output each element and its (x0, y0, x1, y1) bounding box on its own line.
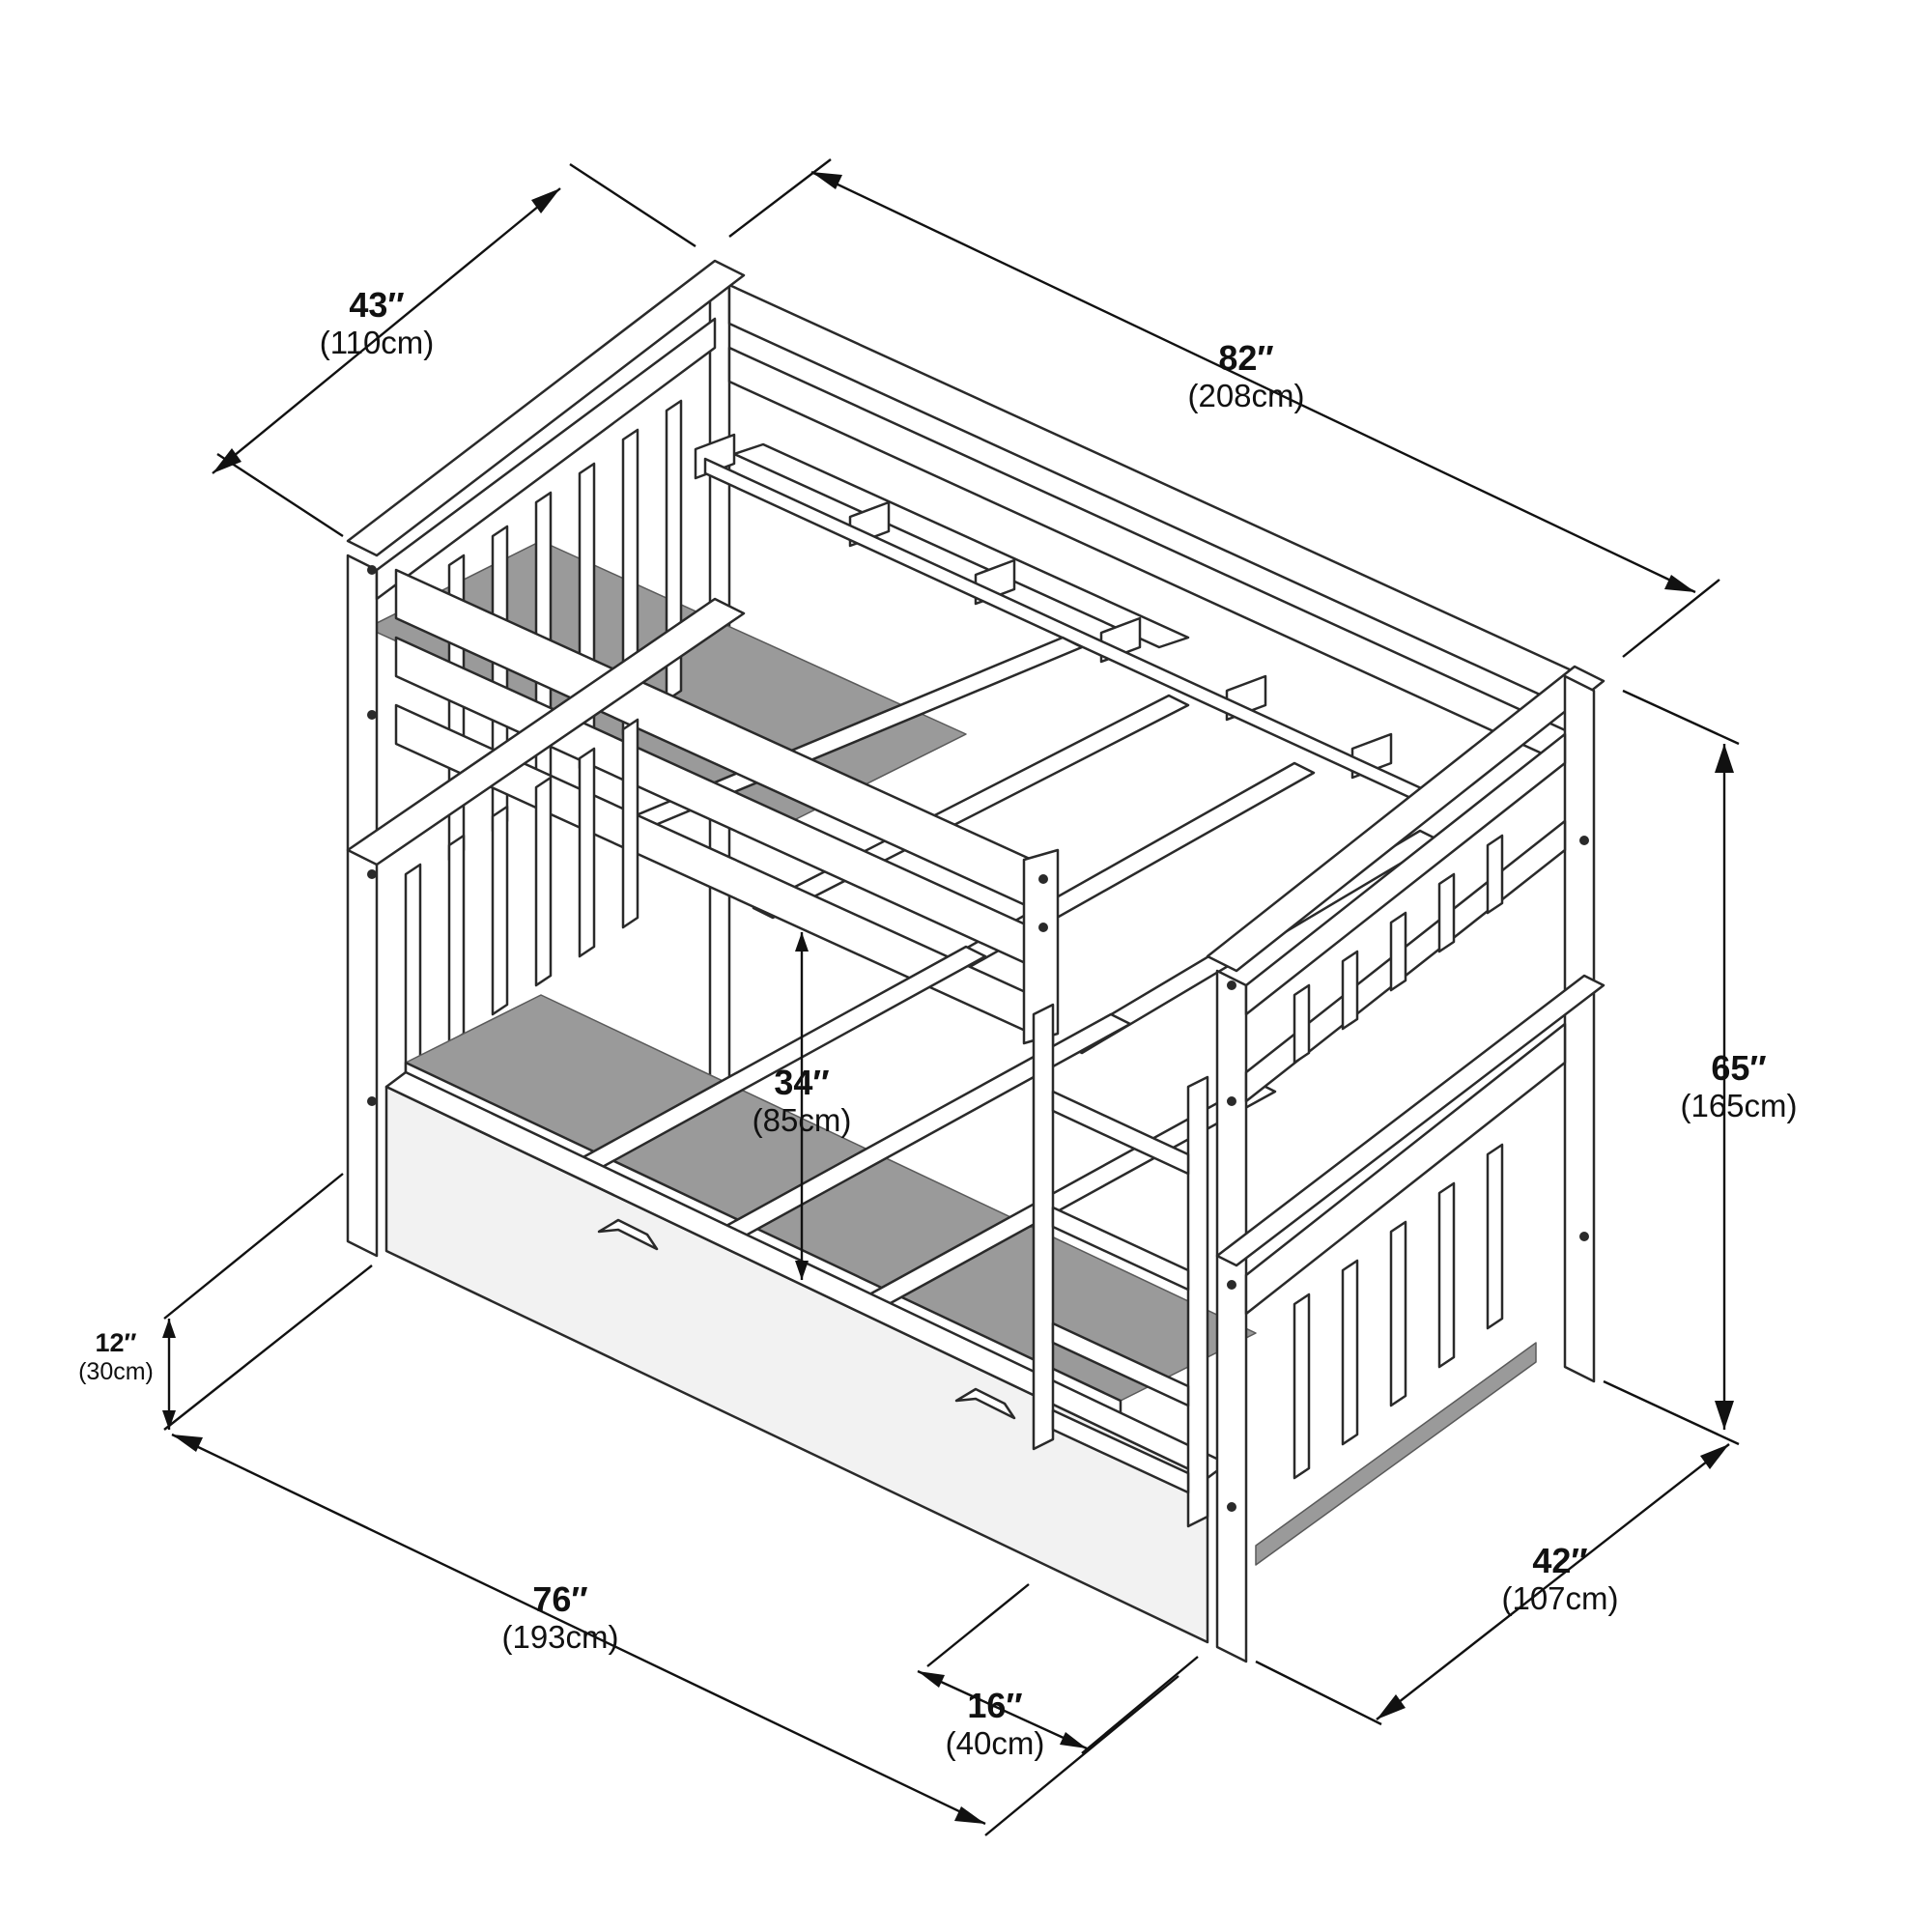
dimension-lines (162, 158, 1740, 1836)
dimension-label-16in: 16″ (40cm) (908, 1686, 1082, 1762)
dim-cm: (107cm) (1501, 1580, 1619, 1617)
dim-cm: (193cm) (501, 1619, 619, 1656)
dim-line-82 (810, 170, 1696, 594)
dim-line-16 (917, 1669, 1088, 1750)
dim-inches: 43″ (349, 285, 405, 325)
dim-cm: (110cm) (319, 325, 435, 361)
dim-inches: 42″ (1532, 1541, 1588, 1580)
bottom-footboard-spindles (1293, 1143, 1504, 1480)
dim-inches: 12″ (95, 1328, 137, 1357)
dimension-label-76in: 76″ (193cm) (473, 1579, 647, 1656)
dimension-label-43in: 43″ (110cm) (290, 285, 464, 361)
bottom-headboard-spindles (404, 718, 639, 1074)
dimension-label-42in: 42″ (107cm) (1473, 1541, 1647, 1617)
dimension-label-65in: 65″ (165cm) (1652, 1048, 1826, 1124)
dim-inches: 16″ (967, 1686, 1023, 1725)
dim-inches: 82″ (1218, 338, 1274, 378)
dimension-label-12in: 12″ (30cm) (53, 1328, 179, 1386)
dim-cm: (165cm) (1680, 1088, 1798, 1124)
dim-cm: (208cm) (1187, 378, 1305, 414)
dim-inches: 65″ (1711, 1048, 1767, 1088)
dim-line-42 (1376, 1443, 1730, 1720)
dimension-label-34in: 34″ (85cm) (715, 1063, 889, 1139)
dimension-label-82in: 82″ (208cm) (1159, 338, 1333, 414)
dim-cm: (30cm) (78, 1358, 154, 1386)
dim-line-43 (212, 187, 561, 474)
dim-cm: (85cm) (752, 1102, 852, 1139)
bunk-bed-drawing (346, 259, 1605, 1663)
dim-cm: (40cm) (945, 1725, 1045, 1762)
dim-inches: 76″ (532, 1579, 588, 1619)
dim-line-76 (171, 1433, 986, 1826)
dim-inches: 34″ (774, 1063, 830, 1102)
top-footboard-spindles (1293, 834, 1504, 1065)
